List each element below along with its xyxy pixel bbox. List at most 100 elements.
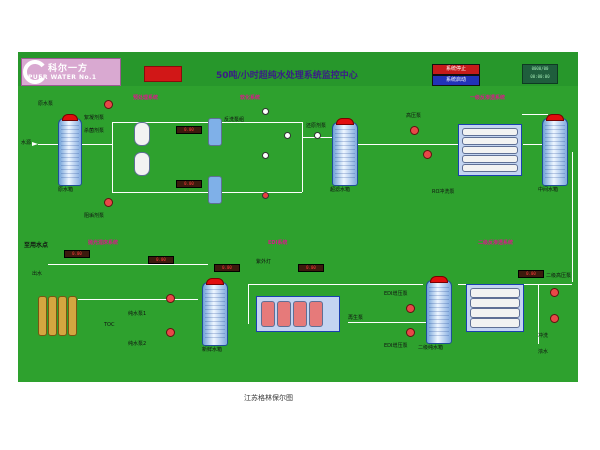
dosing-pump-label: 絮凝剂泵 [84,114,104,121]
outlet-label: 出水 [32,270,42,277]
pure-pump-label: 纯水泵1 [128,310,146,317]
valve[interactable] [314,132,321,139]
fresh-water-tank[interactable] [202,282,228,346]
pipe [522,114,548,115]
backwash-label: 反洗泵组 [224,116,244,123]
logo-brand: 科尔一方 [48,61,88,74]
high-pressure-pump[interactable] [410,126,419,135]
valve[interactable] [284,132,291,139]
tank-cap [62,114,78,121]
pipe [78,299,198,300]
edi-booster-pump[interactable] [406,304,415,313]
flow-display: 0.00 [64,250,90,258]
pipe [302,122,303,192]
softener-a[interactable] [208,118,222,146]
alarm-indicator [144,66,182,82]
raw-water-tank[interactable] [58,118,82,186]
edi-stack [277,301,291,327]
flow-display: 0.00 [298,264,324,272]
sand-filter[interactable] [134,122,150,146]
company-logo: 科尔一方 PUER WATER No.1 [21,58,121,86]
ro-membrane [470,298,520,308]
flow-display: 0.00 [214,264,240,272]
fresh-tank-label: 新鲜水箱 [202,346,222,353]
second-stage-pump[interactable] [550,288,559,297]
page-title: 50吨/小时超纯水处理系统监控中心 [216,68,358,81]
edi-module-rack[interactable] [256,296,340,332]
ro-pump-label: 高压泵 [406,112,421,119]
intermediate-water-tank[interactable] [542,118,568,186]
dosing-pump-label: 杀菌剂泵 [84,127,104,134]
stage2-pump-label: 二级高压泵 [546,272,571,279]
tank-cap [336,118,354,125]
valve[interactable] [262,152,269,159]
section-title-edi: EDI系统 [268,239,287,246]
pure-water-pump[interactable] [166,328,175,337]
dosing-pump-label: 还原剂泵 [306,122,326,129]
system-stop-button[interactable]: 系统停止 [432,64,480,75]
logo-subtitle: PUER WATER No.1 [28,74,97,81]
second-stage-pure-water-tank[interactable] [426,280,452,344]
dosing-pump-label: 阻垢剂泵 [84,212,104,219]
ro-membrane [462,146,518,154]
cartridge-filter-bank[interactable] [36,292,82,336]
tank-cap [206,278,224,285]
valve[interactable] [262,192,269,199]
carbon-filter[interactable] [134,152,150,176]
section-title-filter: 预处理系统 [133,94,158,101]
ro-membrane [462,137,518,145]
second-stage-pump[interactable] [550,314,559,323]
point-of-use-label: 至用水点 [24,240,48,249]
pure2-tank-label: 二级纯水箱 [418,344,443,351]
cartridge [58,296,67,336]
flow-display: 0.00 [176,180,202,188]
ultrafilter-tank-label: 超滤水箱 [330,186,350,193]
dosing-pump[interactable] [104,198,113,207]
raw-pump-label: 原水泵 [38,100,53,107]
edi-pump-label: EDI增压泵 [384,290,407,297]
pipe [48,264,208,265]
section-title-ro1: 一级反渗透系统 [470,94,505,101]
tank-cap [430,276,448,283]
valve[interactable] [262,108,269,115]
edi-stack [293,301,307,327]
cartridge [68,296,77,336]
flush-label: 冲洗 [538,332,548,339]
dense-label: 浓水 [538,348,548,355]
ro-membrane [470,308,520,318]
clock-display: 0000/00 00:00:00 [522,64,558,84]
cartridge [38,296,47,336]
ro-membrane [462,128,518,136]
flow-display: 0.00 [176,126,202,134]
section-title-ro2: 二级反渗透系统 [478,239,513,246]
pure-water-pump[interactable] [166,294,175,303]
ro-membrane [462,155,518,163]
pipe [38,144,58,145]
pipe [348,322,428,323]
ro-membrane [470,288,520,298]
ro1-membrane-rack[interactable] [458,124,522,176]
section-title-polish: 抛光混床系统 [88,239,118,246]
pipe [523,144,543,145]
pure-pump-label: 纯水泵2 [128,340,146,347]
dosing-pump[interactable] [104,100,113,109]
softener-b[interactable] [208,176,222,204]
clock-date: 0000/00 [523,65,557,73]
water-source-label: 水源 [21,139,31,146]
ultrafilter-water-tank[interactable] [332,122,358,186]
scada-screen: 科尔一方 PUER WATER No.1 50吨/小时超纯水处理系统监控中心 系… [18,52,578,382]
edi-pump-label: EDI增压泵 [384,342,407,349]
flow-display: 0.00 [148,256,174,264]
raw-tank-label: 原水箱 [58,186,73,193]
edi-stack [309,301,323,327]
pipe [248,284,249,324]
tank-cap [546,114,564,121]
system-start-button[interactable]: 系统启动 [432,75,480,86]
pipe [248,284,423,285]
ro-flush-label: RO冲洗泵 [432,188,454,195]
high-pressure-pump[interactable] [423,150,432,159]
ro2-membrane-rack[interactable] [466,284,524,332]
ro-membrane [462,164,518,172]
edi-booster-pump[interactable] [406,328,415,337]
pipe [82,144,112,145]
